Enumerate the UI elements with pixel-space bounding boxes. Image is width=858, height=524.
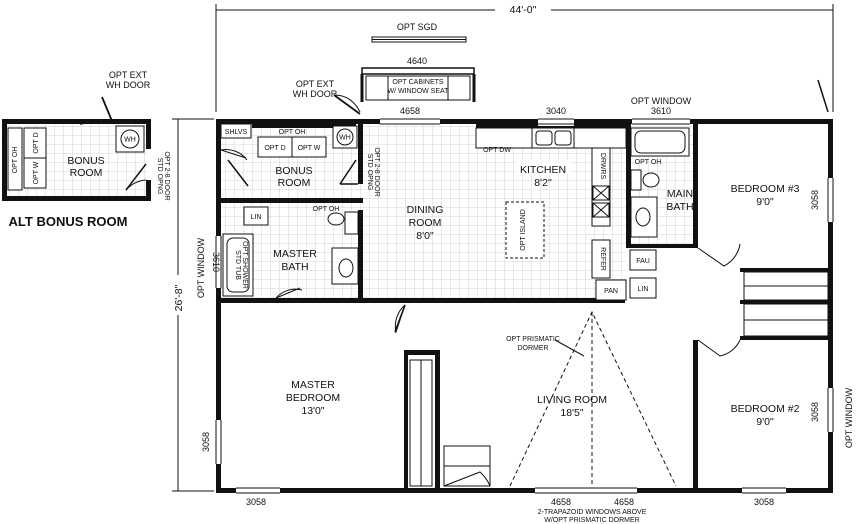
- opt-island-label: OPT ISLAND: [520, 209, 527, 251]
- svg-text:BATH: BATH: [281, 261, 308, 273]
- master-bath-fixtures: LIN OPT OH STD TUB OPT SHOWER MASTER BAT…: [222, 206, 359, 299]
- living-size: 18'5": [560, 407, 584, 419]
- svg-text:MASTER: MASTER: [273, 248, 317, 260]
- top-right-door-swing: [817, 79, 829, 113]
- bedroom3-label: BEDROOM #3: [731, 183, 800, 195]
- bedroom3-size: 9'0": [756, 196, 774, 208]
- svg-text:OPT EXT: OPT EXT: [109, 70, 148, 80]
- svg-text:ROOM: ROOM: [409, 217, 442, 229]
- opt-window-top-label: OPT WINDOW: [631, 96, 692, 106]
- bedroom2-size: 9'0": [756, 416, 774, 428]
- svg-text:OPT W: OPT W: [33, 161, 40, 184]
- svg-text:MAIN: MAIN: [667, 188, 693, 200]
- svg-text:DORMER: DORMER: [517, 345, 548, 352]
- main-bath-opt-oh-label: OPT OH: [635, 159, 662, 166]
- svg-text:OPT SHOWER: OPT SHOWER: [241, 241, 248, 289]
- svg-text:BATH: BATH: [666, 201, 693, 213]
- w3058-left-label: 3058: [201, 432, 211, 452]
- svg-text:WH DOOR: WH DOOR: [293, 89, 338, 99]
- interior-walls: [221, 124, 828, 488]
- living-room: LIVING ROOM 18'5" OPT PRISMATIC DORMER: [443, 310, 677, 487]
- kitchen-label: KITCHEN: [520, 164, 566, 176]
- w4640-label: 4640: [407, 56, 427, 66]
- alt-bonus-title: ALT BONUS ROOM: [9, 214, 128, 229]
- svg-text:OPT 2-8 DOOR: OPT 2-8 DOOR: [373, 147, 380, 196]
- drwrs-label: DRWRS: [599, 153, 606, 180]
- bonus-opt-oh-label: OPT OH: [279, 129, 306, 136]
- opt-dw-label: OPT DW: [483, 147, 511, 154]
- opt-window-right-label: OPT WINDOW: [844, 387, 854, 448]
- svg-text:STD OPNG: STD OPNG: [156, 158, 163, 195]
- opt-sgd-label: OPT SGD: [397, 22, 438, 32]
- w4658-b1-label: 4658: [551, 497, 571, 507]
- svg-text:2-TRAPAZOID WINDOWS ABOVE: 2-TRAPAZOID WINDOWS ABOVE: [538, 509, 647, 516]
- bonus-opt-d-label: OPT D: [264, 145, 285, 152]
- bedroom3: BEDROOM #3 9'0" 3058: [731, 183, 829, 337]
- svg-text:W/ WINDOW SEAT: W/ WINDOW SEAT: [388, 88, 450, 95]
- kitchen-size: 8'2": [534, 177, 552, 189]
- w3610-left-label: 3610: [211, 252, 221, 272]
- svg-text:OPT OH: OPT OH: [12, 147, 19, 174]
- w3058-bed3-label: 3058: [810, 190, 820, 210]
- overall-depth-label: 26'-8": [173, 284, 185, 311]
- bedroom2: BEDROOM #2 9'0" 3058 OPT WINDOW: [697, 339, 854, 448]
- bonus-room-fixtures: SHLVS OPT OH OPT D OPT W WH STD OPNG OPT…: [220, 123, 380, 197]
- dining-size: 8'0": [416, 230, 434, 242]
- w4658-b2-label: 4658: [614, 497, 634, 507]
- w3040-label: 3040: [546, 106, 566, 116]
- svg-text:OPT 2-8 DOOR: OPT 2-8 DOOR: [163, 151, 170, 200]
- overall-width-dimension: 44'-0": [215, 3, 834, 112]
- alt-bonus-room: OPT EXT WH DOOR OPT OH OPT D OPT W WH ST…: [2, 70, 170, 229]
- opt-ext-wh-door: OPT EXT WH DOOR: [293, 79, 361, 115]
- w3058-bottom-right-label: 3058: [754, 497, 774, 507]
- svg-text:WH DOOR: WH DOOR: [106, 80, 151, 90]
- svg-text:ROOM: ROOM: [278, 177, 311, 189]
- main-bath-fixtures: OPT OH MAIN BATH FAU LIN: [629, 127, 741, 299]
- w3610-top-label: 3610: [651, 106, 671, 116]
- svg-text:BONUS: BONUS: [275, 165, 312, 177]
- shlvs-label: SHLVS: [225, 129, 248, 136]
- svg-text:BONUS: BONUS: [67, 155, 104, 167]
- svg-text:ROOM: ROOM: [70, 167, 103, 179]
- overall-width-label: 44'-0": [510, 4, 537, 16]
- living-room-label: LIVING ROOM: [537, 394, 607, 406]
- overall-depth-dimension: 26'-8": [170, 118, 214, 492]
- mbath-opt-oh-label: OPT OH: [313, 206, 340, 213]
- svg-text:DINING: DINING: [407, 204, 444, 216]
- lin2-label: LIN: [638, 286, 649, 293]
- svg-text:OPT PRISMATIC: OPT PRISMATIC: [506, 336, 560, 343]
- mbath-lin-label: LIN: [251, 214, 262, 221]
- svg-text:OPT CABINETS: OPT CABINETS: [392, 79, 444, 86]
- bedroom2-label: BEDROOM #2: [731, 403, 800, 415]
- bonus-wh-label: WH: [339, 135, 351, 142]
- master-bedroom-size: 13'0": [301, 405, 325, 417]
- refer-label: REFER: [599, 247, 606, 271]
- svg-text:W/OPT PRISMATIC DORMER: W/OPT PRISMATIC DORMER: [544, 517, 639, 524]
- windows: [214, 117, 835, 495]
- fau-label: FAU: [636, 258, 650, 265]
- svg-text:OPT EXT: OPT EXT: [296, 79, 335, 89]
- w3058-bottom-left-label: 3058: [246, 497, 266, 507]
- kitchen-fixtures: OPT DW DRWRS REFER PAN OPT ISLAND KITCHE…: [407, 127, 627, 301]
- bonus-opt-w-label: OPT W: [298, 145, 321, 152]
- svg-text:STD TUB: STD TUB: [234, 250, 241, 280]
- master-bedroom: MASTER BEDROOM 13'0" 3058: [201, 304, 433, 487]
- opt-cabinets-bay: 4640 OPT CABINETS W/ WINDOW SEAT: [360, 56, 476, 102]
- svg-text:MASTER: MASTER: [291, 379, 335, 391]
- opt-sgd: OPT SGD: [371, 22, 467, 43]
- svg-text:OPT D: OPT D: [33, 132, 40, 153]
- svg-text:STD OPNG: STD OPNG: [366, 154, 373, 191]
- pan-label: PAN: [604, 288, 618, 295]
- opt-window-left-label: OPT WINDOW: [196, 237, 206, 298]
- w3058-bed2-label: 3058: [810, 402, 820, 422]
- exterior-walls: [216, 119, 833, 493]
- w4658-top-label: 4658: [400, 106, 420, 116]
- svg-text:BEDROOM: BEDROOM: [286, 392, 340, 404]
- svg-text:WH: WH: [124, 137, 136, 144]
